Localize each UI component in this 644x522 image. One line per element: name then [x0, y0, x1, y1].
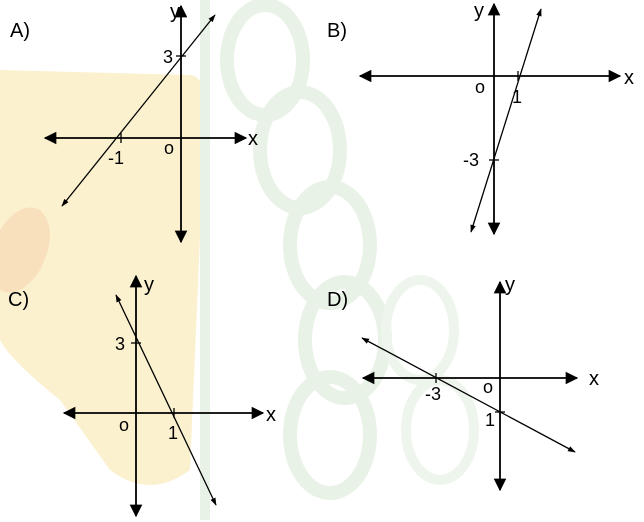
option-label: D) — [327, 289, 348, 311]
graph-option-d: D) x y o -3 1 — [327, 274, 599, 492]
x-axis-label: x — [624, 67, 634, 89]
y-axis-label: y — [170, 1, 180, 23]
x-tick-label: 1 — [512, 87, 522, 107]
y-axis-label: y — [474, 0, 484, 22]
watermark-orange-shape — [0, 207, 50, 293]
graph-line — [115, 294, 217, 506]
x-tick-label: 1 — [168, 423, 178, 443]
y-tick-label: 3 — [115, 334, 125, 354]
origin-label: o — [164, 138, 174, 158]
x-tick-label: -3 — [425, 384, 441, 404]
y-tick-label: -3 — [463, 150, 479, 170]
option-label: B) — [327, 20, 347, 42]
option-label: A) — [10, 20, 30, 42]
watermark-leaf-chain — [220, 0, 392, 500]
origin-label: o — [483, 377, 493, 397]
origin-label: o — [119, 415, 129, 435]
x-axis-label: x — [248, 128, 258, 150]
x-axis-label: x — [589, 368, 599, 390]
x-axis-label: x — [266, 404, 276, 426]
y-axis-label: y — [144, 274, 154, 296]
y-axis-label: y — [505, 274, 515, 296]
y-tick-label: 3 — [163, 47, 173, 67]
x-tick-label: -1 — [108, 148, 124, 168]
option-label: C) — [8, 289, 29, 311]
y-tick-label: 1 — [485, 410, 495, 430]
graph-option-b: B) x y o 1 -3 — [327, 0, 634, 236]
graph-line — [470, 8, 542, 233]
graph-line — [361, 337, 576, 453]
origin-label: o — [475, 77, 485, 97]
graph-option-a: A) x y o -1 3 — [10, 1, 258, 244]
graph-line — [61, 14, 216, 207]
graph-option-c: C) x y o 1 3 — [8, 274, 276, 518]
